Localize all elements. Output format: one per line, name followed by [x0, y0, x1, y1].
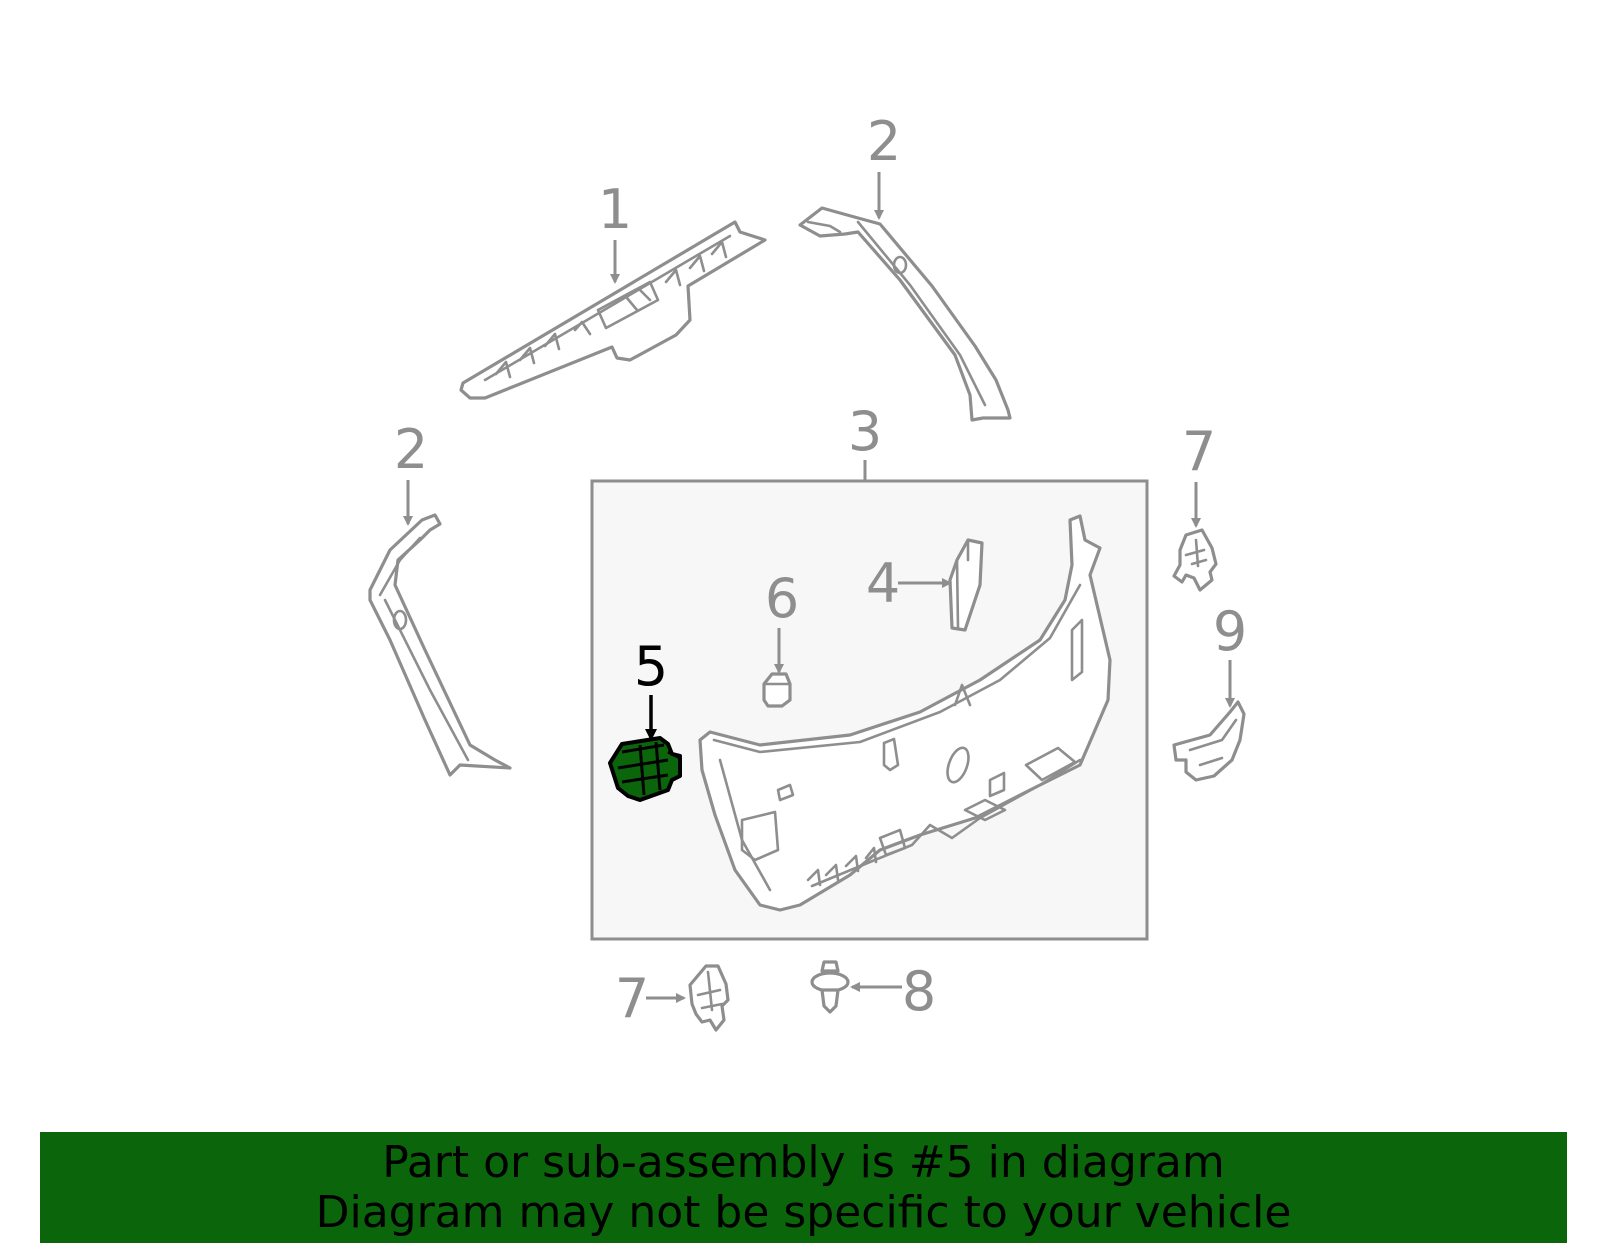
callout-2-left: 2 [394, 418, 428, 481]
callout-4: 4 [866, 552, 900, 615]
banner-line-2: Diagram may not be specific to your vehi… [315, 1187, 1292, 1238]
part-2-right-pillar-trim[interactable] [798, 206, 1012, 422]
part-7-right-clip[interactable] [1172, 528, 1218, 592]
callout-5: 5 [634, 635, 668, 698]
callout-8: 8 [902, 960, 936, 1023]
part-3-liftgate-trim-panel[interactable] [698, 514, 1112, 912]
banner-line-1: Part or sub-assembly is #5 in diagram [382, 1137, 1225, 1188]
callout-2-top: 2 [867, 110, 901, 173]
callout-7-right: 7 [1182, 420, 1216, 483]
part-1-upper-trim[interactable] [459, 220, 767, 400]
info-banner: Part or sub-assembly is #5 in diagram Di… [40, 1132, 1567, 1243]
callout-6: 6 [765, 567, 799, 630]
part-6-cap[interactable] [762, 672, 792, 708]
callout-7-bottom: 7 [615, 967, 649, 1030]
callout-1: 1 [598, 178, 632, 241]
part-4-pad[interactable] [948, 538, 984, 632]
part-7-bottom-clip[interactable] [688, 964, 730, 1032]
part-2-left-pillar-trim[interactable] [368, 513, 512, 777]
part-9-bracket[interactable] [1172, 700, 1246, 782]
callout-3: 3 [848, 400, 882, 463]
part-5-highlighted[interactable] [608, 736, 682, 802]
callout-9: 9 [1213, 600, 1247, 663]
part-8-push-pin[interactable] [810, 960, 850, 1014]
